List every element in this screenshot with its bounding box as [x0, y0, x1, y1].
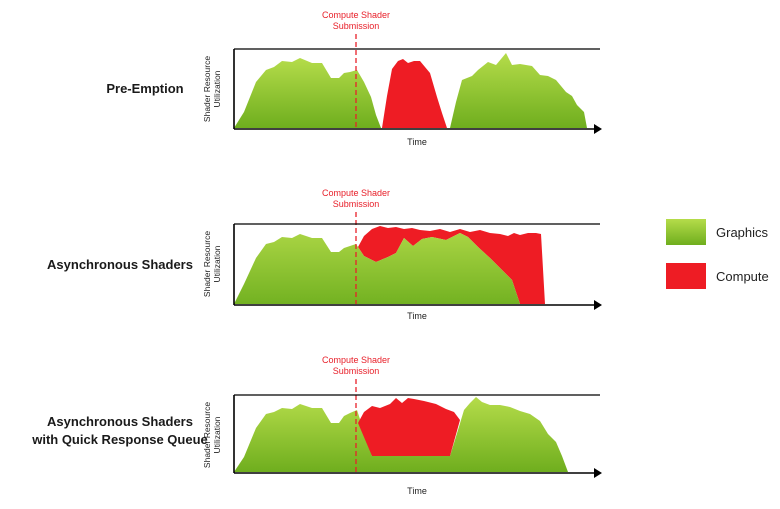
- compute-submission-label-2: Compute Shader Submission: [301, 188, 411, 210]
- marker-line1: Compute Shader: [321, 188, 391, 198]
- legend-label-compute: Compute: [716, 268, 769, 284]
- legend-swatch-graphics: [666, 219, 706, 245]
- marker-line1: Compute Shader: [321, 355, 391, 365]
- x-axis-arrow-1: [594, 124, 602, 134]
- marker-line2: Submission: [332, 199, 380, 209]
- row-label-line1: Asynchronous Shaders: [47, 414, 193, 429]
- graphics-area-2: [234, 233, 520, 304]
- compute-submission-label-3: Compute Shader Submission: [301, 355, 411, 377]
- x-axis-label-3: Time: [407, 486, 427, 496]
- x-axis-arrow-2: [594, 300, 602, 310]
- compute-area-3: [358, 398, 460, 456]
- compute-area-1: [382, 59, 447, 128]
- x-axis-label-2: Time: [407, 311, 427, 321]
- legend-swatch-compute: [666, 263, 706, 289]
- graphics-area-1b: [450, 53, 587, 128]
- marker-line2: Submission: [332, 21, 380, 31]
- row-label-line1: Pre-Emption: [106, 81, 184, 96]
- x-axis-arrow-3: [594, 468, 602, 478]
- legend-label-graphics: Graphics: [716, 224, 769, 240]
- row-label-line1: Asynchronous Shaders: [47, 257, 193, 272]
- row-label-async-quick-response: Asynchronous Shaders with Quick Response…: [20, 413, 220, 449]
- row-label-line2: with Quick Response Queue: [32, 432, 208, 447]
- compute-area-2: [358, 226, 545, 304]
- marker-line1: Compute Shader: [321, 10, 391, 20]
- panel-async-shaders: [233, 212, 602, 310]
- legend-graphics: Graphics: [666, 219, 768, 245]
- panel-async-quick-response: [233, 379, 602, 478]
- graphics-area-3: [234, 397, 568, 472]
- x-axis-label-1: Time: [407, 137, 427, 147]
- legend-compute: Compute: [666, 263, 769, 289]
- graphics-area-1a: [234, 58, 381, 128]
- marker-line2: Submission: [332, 366, 380, 376]
- compute-submission-label-1: Compute Shader Submission: [301, 10, 411, 32]
- panel-pre-emption: [233, 34, 602, 134]
- row-label-pre-emption: Pre-Emption: [60, 80, 230, 98]
- row-label-async-shaders: Asynchronous Shaders: [20, 256, 220, 274]
